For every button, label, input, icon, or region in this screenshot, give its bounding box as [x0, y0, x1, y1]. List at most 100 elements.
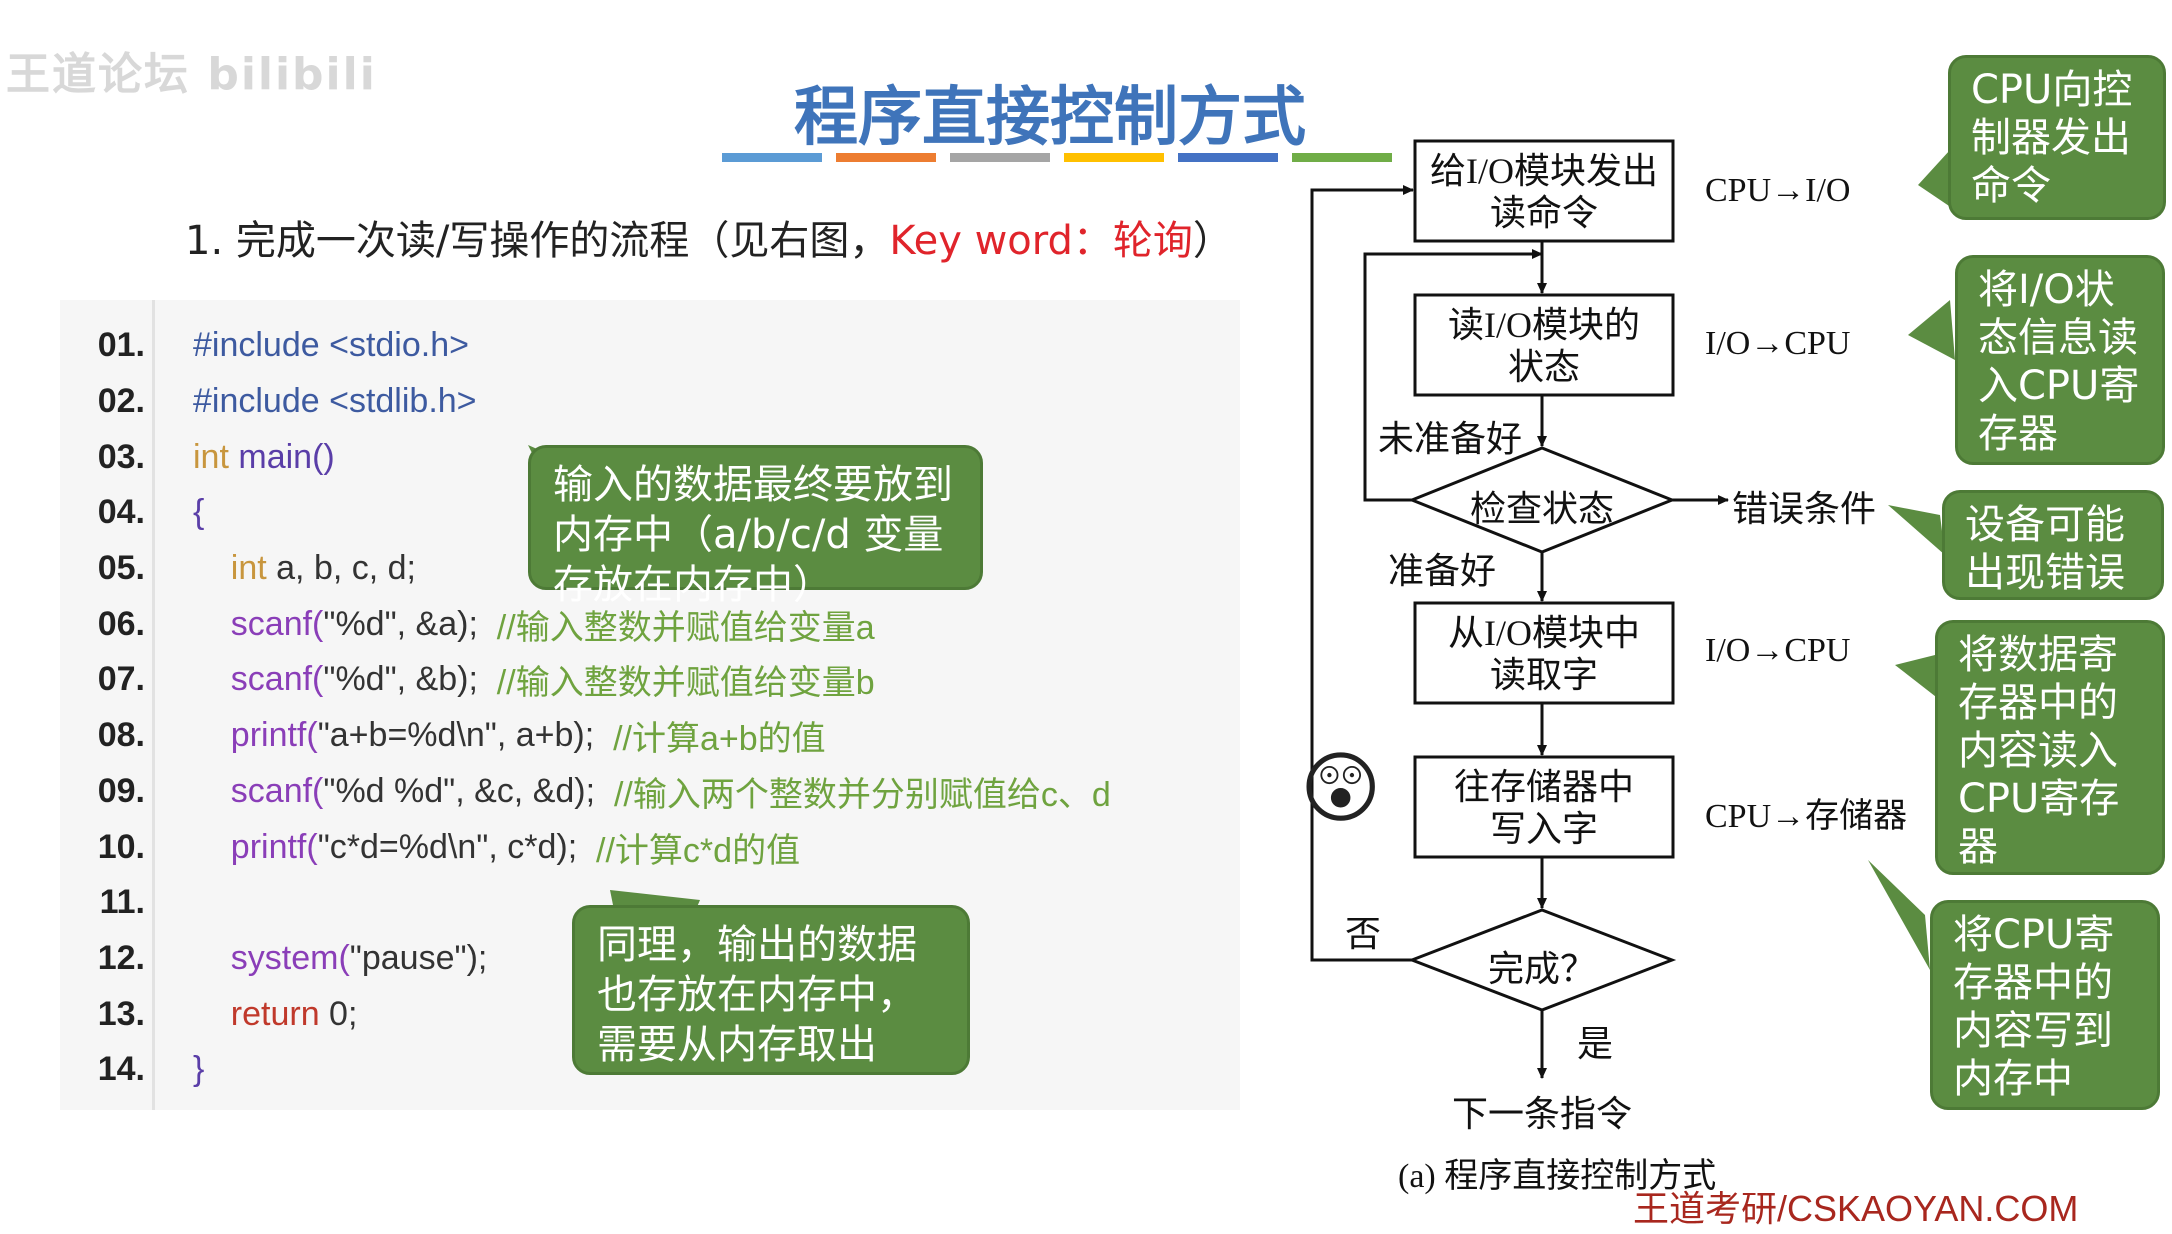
title-bar-2 — [836, 153, 936, 162]
line-number: 02. — [97, 382, 145, 421]
code-token: //计算c*d的值 — [577, 831, 801, 870]
box-read-status-label: 读I/O模块的状态 — [1448, 305, 1640, 387]
code-token: system( — [193, 938, 350, 977]
line-number: 12. — [97, 938, 145, 977]
tag-io-to-cpu-1: I/O→CPU — [1705, 325, 1851, 362]
code-token: return — [193, 994, 320, 1033]
code-block: 01. #include <stdio.h> 02. #include <stdlib… — [60, 318, 1240, 1098]
diamond-done-label: 完成？ — [1487, 949, 1596, 989]
bubble-memory-write: 将CPU寄存器中的内容写到内存中 — [1930, 900, 2160, 1110]
code-line: 03. int main() — [60, 429, 1240, 485]
code-token: //计算a+b的值 — [594, 720, 826, 759]
code-token: #include <stdlib.h> — [193, 382, 477, 421]
code-line: 10. printf("c*d=%d\n", c*d); //计算c*d的值 — [60, 819, 1240, 875]
code-line: 12. system("pause"); — [60, 931, 1240, 987]
line-number: 09. — [97, 771, 145, 810]
code-token: "c*d=%d\n", c*d); — [317, 827, 578, 866]
code-token: scanf( — [193, 604, 324, 643]
title-bar-3 — [950, 153, 1050, 162]
line-number: 03. — [97, 437, 145, 476]
line-number: 08. — [97, 716, 145, 755]
code-line: 04. { — [60, 485, 1240, 541]
box-read-word — [1413, 601, 1675, 705]
code-token: #include <stdio.h> — [193, 326, 469, 365]
line-number: 04. — [97, 493, 145, 532]
code-line: 14.} — [60, 1042, 1240, 1098]
title-underline — [722, 153, 1392, 162]
title-bar-4 — [1064, 153, 1164, 162]
code-line: 05. int a, b, c, d; — [60, 541, 1240, 597]
line-number: 14. — [97, 1050, 145, 1089]
pointer-cpu-cmd — [1918, 150, 1955, 210]
bubble-io-status: 将I/O状态信息读入CPU寄存器 — [1955, 255, 2165, 465]
bubble-data-read: 将数据寄存器中的内容读入CPU寄存器 — [1935, 620, 2165, 875]
code-token: { — [193, 493, 205, 532]
code-token: int — [193, 437, 229, 476]
code-token: //输入整数并赋值给变量b — [477, 664, 875, 703]
label-error-condition: 错误条件 — [1732, 489, 1877, 529]
box-write-memory — [1413, 755, 1675, 859]
box-send-command — [1413, 139, 1675, 243]
code-token: scanf( — [193, 771, 324, 810]
pointer-error — [1888, 505, 1945, 555]
code-line: 06. scanf("%d", &a); //输入整数并赋值给变量a — [60, 596, 1240, 652]
loop-not-done — [1310, 185, 1414, 962]
line-number: 06. — [97, 604, 145, 643]
pointer-data-read — [1895, 655, 1940, 700]
line-number: 01. — [97, 326, 145, 365]
code-token: scanf( — [193, 660, 324, 699]
intro-suffix: ） — [1192, 218, 1233, 264]
line-number: 07. — [97, 660, 145, 699]
code-token: } — [193, 1050, 205, 1089]
code-token: printf( — [193, 827, 318, 866]
diamond-done — [1407, 908, 1677, 1012]
box-send-command-label: 给I/O模块发出读命令 — [1430, 151, 1658, 233]
title-bar-6 — [1292, 153, 1392, 162]
code-token: printf( — [193, 716, 318, 755]
code-token: //输入整数并赋值给变量a — [477, 608, 875, 647]
flowchart-caption: (a) 程序直接控制方式 — [1398, 1158, 1717, 1195]
code-token: 0; — [319, 994, 358, 1033]
label-ready: 准备好 — [1388, 551, 1497, 591]
box-write-memory-label: 往存储器中写入字 — [1453, 767, 1634, 849]
code-line: 13. return 0; — [60, 986, 1240, 1042]
code-token: "a+b=%d\n", a+b); — [317, 716, 595, 755]
title-bar-5 — [1178, 153, 1278, 162]
loop-not-ready — [1363, 249, 1543, 502]
code-token: a, b, c, d; — [266, 549, 417, 588]
tag-cpu-to-io: CPU→I/O — [1705, 172, 1851, 209]
intro-prefix: 1. 完成一次读/写操作的流程（见右图， — [185, 218, 890, 264]
code-line: 02. #include <stdlib.h> — [60, 374, 1240, 430]
code-line: 09. scanf("%d %d", &c, &d); //输入两个整数并分别赋… — [60, 764, 1240, 820]
label-next-instruction: 下一条指令 — [1452, 1094, 1633, 1134]
code-token: main() — [228, 437, 335, 476]
diamond-check-status-label: 检查状态 — [1469, 489, 1614, 529]
bubble-output-note: 同理，输出的数据也存放在内存中，需要从内存取出 — [572, 905, 970, 1075]
page-title: 程序直接控制方式 — [794, 81, 1306, 155]
tag-io-to-cpu-2: I/O→CPU — [1705, 632, 1851, 669]
tag-cpu-to-memory: CPU→存储器 — [1705, 798, 1908, 835]
box-read-status — [1413, 293, 1675, 397]
code-line: 11. — [60, 875, 1240, 931]
box-read-word-label: 从I/O模块中读取字 — [1448, 613, 1640, 695]
bubble-input-note: 输入的数据最终要放到内存中（a/b/c/d 变量存放在内存中） — [528, 445, 983, 608]
line-number: 13. — [97, 994, 145, 1033]
label-not-ready: 未准备好 — [1378, 419, 1523, 459]
footer-brand: 王道考研/CSKAOYAN.COM — [1633, 1188, 2079, 1229]
pointer-mem-write — [1868, 860, 1930, 970]
code-token: int — [193, 549, 267, 588]
watermark: 王道论坛 bilibili — [6, 49, 377, 100]
intro-keyword: Key word：轮询 — [889, 218, 1193, 264]
label-no: 否 — [1345, 914, 1382, 954]
code-token: //输入两个整数并分别赋值给c、d — [595, 775, 1111, 814]
code-token: "%d", &b); — [323, 660, 478, 699]
line-number: 10. — [97, 827, 145, 866]
surprised-emoji-icon: 😲 — [1300, 744, 1382, 834]
code-token: "%d %d", &c, &d); — [323, 771, 596, 810]
bubble-device-error: 设备可能出现错误 — [1942, 490, 2164, 600]
label-yes: 是 — [1577, 1024, 1614, 1064]
code-token: "%d", &a); — [323, 604, 478, 643]
code-line: 08. printf("a+b=%d\n", a+b); //计算a+b的值 — [60, 708, 1240, 764]
title-bar-1 — [722, 153, 822, 162]
code-token: "pause"); — [349, 938, 488, 977]
